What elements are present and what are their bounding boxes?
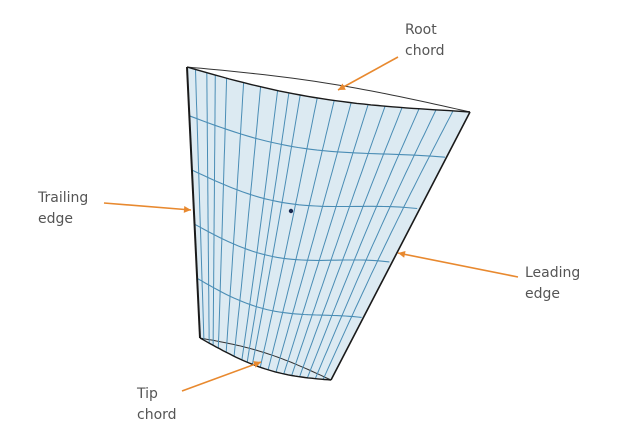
tip-chord-label: Tip chord xyxy=(137,384,177,426)
wing-surface xyxy=(187,67,470,380)
spanwise-grid-line xyxy=(217,78,228,349)
trailing-edge-outline xyxy=(186,66,201,339)
chordwise-grid-line xyxy=(189,115,446,158)
spanwise-grid-line xyxy=(246,92,290,363)
root-chord-label: Root chord xyxy=(405,20,445,62)
leading-edge-label-line1: Leading xyxy=(525,265,581,281)
spanwise-grid-line xyxy=(283,104,369,375)
spanwise-grid-line xyxy=(251,94,301,365)
trailing-edge-label: Trailing edge xyxy=(38,188,88,230)
root-chord-label-line1: Root xyxy=(405,22,437,38)
spanwise-grid-line xyxy=(233,86,262,357)
trailing-edge-label-line2: edge xyxy=(38,211,73,227)
trailing-edge-arrow xyxy=(103,202,192,211)
chordwise-grid-line xyxy=(191,169,418,210)
spanwise-grid-line xyxy=(195,69,205,341)
trailing-edge-arrowhead-icon xyxy=(183,205,191,213)
spanwise-grid-line xyxy=(299,107,403,377)
root-chord-arrowhead-icon xyxy=(338,83,346,90)
tip-chord-label-line2: chord xyxy=(137,407,177,423)
tip-chord-arrowhead-icon xyxy=(253,361,261,368)
spanwise-grid-line xyxy=(241,90,279,360)
chordwise-grid-line xyxy=(196,277,362,318)
root-chord-lower-outline xyxy=(186,66,471,113)
tip-chord-arrow xyxy=(181,361,262,392)
leading-edge-label-line2: edge xyxy=(525,286,560,302)
spanwise-grid-line xyxy=(212,75,216,346)
leading-edge-label: Leading edge xyxy=(525,263,580,305)
spanwise-grid-line xyxy=(291,106,386,376)
spanwise-grid-line xyxy=(306,108,420,378)
leading-edge-arrowhead-icon xyxy=(398,250,406,258)
spanwise-grid-line xyxy=(225,82,245,353)
tip-chord-lower-outline xyxy=(199,337,332,381)
tip-chord-outline xyxy=(199,337,332,381)
spanwise-grid-line xyxy=(267,100,335,370)
spanwise-grid-line xyxy=(322,110,454,380)
chordwise-grid-line xyxy=(194,223,390,263)
leading-edge-outline xyxy=(330,111,471,381)
leading-edge-arrow xyxy=(397,252,519,278)
tip-chord-label-line1: Tip xyxy=(137,386,158,402)
trailing-edge-label-line1: Trailing xyxy=(38,190,89,206)
root-chord-outline xyxy=(186,66,471,113)
spanwise-grid-line xyxy=(314,109,437,379)
spanwise-grid-line xyxy=(275,102,352,373)
spanwise-grid-line xyxy=(206,72,210,344)
spanwise-grid-line xyxy=(259,97,318,368)
root-chord-label-line2: chord xyxy=(405,43,445,59)
center-point xyxy=(288,208,294,214)
root-chord-arrow xyxy=(337,56,399,91)
